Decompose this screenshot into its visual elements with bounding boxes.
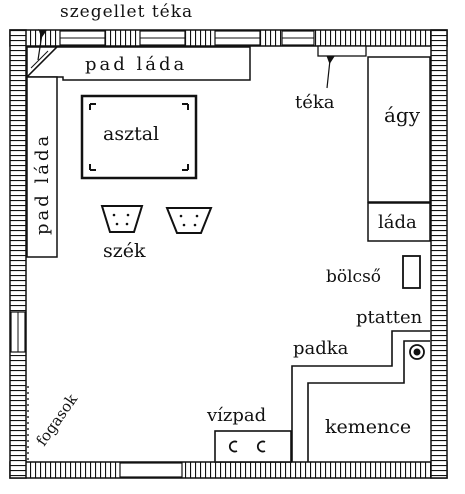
chest-label: láda [378,212,417,233]
walls [9,29,448,479]
bed-label: ágy [384,103,421,127]
chairs-label: szék [103,240,146,262]
bench-chest-top-label: pad láda [85,54,187,75]
corner-shelf-label: szegellet téka [60,2,193,22]
water-bench-label: vízpad [206,405,266,426]
shelf-label: téka [295,92,335,113]
chair-1 [100,205,144,233]
cradle-label: bölcső [326,267,381,287]
water-bench: vízpad [206,405,292,463]
left-wall [9,29,27,479]
chest: láda [367,202,431,242]
bench-outline [291,330,430,462]
right-wall [430,29,448,479]
bench-label: padka [293,338,349,359]
stove-outline [307,340,430,462]
shelf: téka [295,45,367,113]
table: asztal [80,94,198,180]
stove-area: padka kemence [291,330,430,462]
hangers-label: fogasok [33,390,82,449]
ptatten-label: ptatten [356,307,423,328]
table-label: asztal [103,123,159,145]
bed: ágy [367,56,431,203]
bottom-wall [9,461,448,479]
bench-chest-left-label: pad láda [32,133,53,235]
cradle: bölcső [326,255,421,289]
chair-2 [165,207,213,234]
door-bottom [119,462,183,478]
stove-label: kemence [325,416,411,438]
chairs: szék [100,205,213,262]
bench-chest-top: pad láda [25,46,251,81]
bench-chest-left: pad láda [26,76,58,258]
hangers: fogasok [27,386,82,460]
